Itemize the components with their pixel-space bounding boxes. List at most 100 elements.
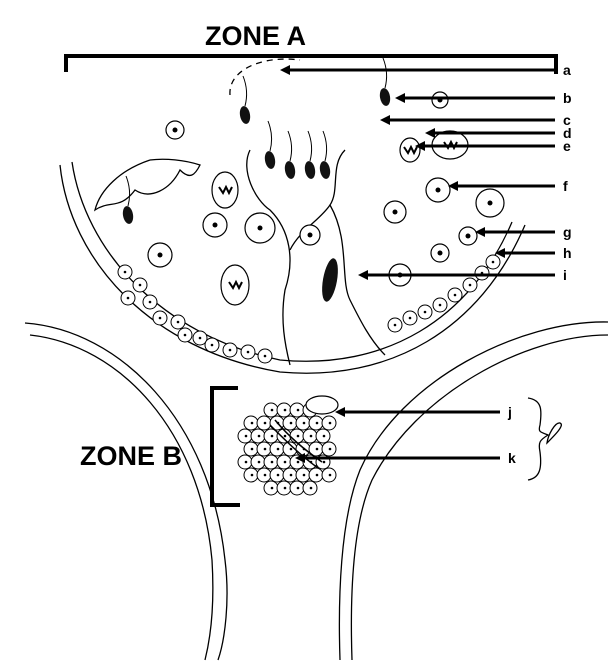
cell-nucleus: [315, 473, 319, 477]
label-h: h: [563, 245, 572, 261]
cell-nucleus: [228, 348, 232, 352]
arrowhead: [415, 141, 425, 151]
zone-a-title: ZONE A: [205, 21, 306, 51]
cells: [117, 57, 505, 496]
cell-nucleus: [435, 187, 441, 193]
cell-nucleus: [468, 283, 472, 287]
cell-nucleus: [283, 408, 287, 412]
cell-nucleus: [487, 200, 493, 206]
cell-nucleus: [453, 293, 457, 297]
zone-b-bracket: [210, 386, 240, 507]
arrowhead: [448, 181, 458, 191]
cell-nucleus: [270, 434, 274, 438]
spermatid-tail: [267, 120, 273, 152]
cell-nucleus: [212, 222, 218, 228]
arrowhead: [495, 248, 505, 258]
cell-nucleus: [491, 260, 495, 264]
spermatid-head: [284, 161, 296, 179]
cell-nucleus: [270, 486, 274, 490]
label-c: c: [563, 112, 571, 128]
label-b: b: [563, 90, 572, 106]
cell-nucleus: [296, 460, 300, 464]
spermatid-head: [264, 151, 276, 169]
cell-nucleus: [263, 421, 267, 425]
cell-nucleus: [250, 421, 254, 425]
cell-nucleus: [257, 460, 261, 464]
cell-nucleus: [198, 336, 202, 340]
lower-left-tubule-wall: [24, 322, 228, 661]
cell-nucleus: [276, 447, 280, 451]
cell-nucleus: [176, 320, 180, 324]
cell-nucleus: [423, 310, 427, 314]
cell-nucleus: [322, 460, 326, 464]
cell-nucleus: [309, 486, 313, 490]
cell-nucleus: [283, 460, 287, 464]
brace: [527, 397, 550, 481]
cell-nucleus: [465, 233, 471, 239]
cell-nucleus: [183, 333, 187, 337]
cell-nucleus: [250, 447, 254, 451]
cell-nucleus: [244, 460, 248, 464]
cell-nucleus: [283, 434, 287, 438]
spermatid-head: [122, 206, 134, 224]
spermatid-head: [319, 161, 331, 179]
spermatid-tail: [307, 130, 313, 162]
arrowhead: [295, 453, 305, 463]
cell-nucleus: [250, 473, 254, 477]
cell-nucleus: [296, 434, 300, 438]
spermatid-tail: [125, 175, 131, 207]
lower-right-tubule-wall: [338, 321, 608, 661]
cell-nucleus: [315, 447, 319, 451]
brace-label: l: [552, 441, 553, 443]
label-k: k: [508, 450, 516, 466]
cell-nucleus: [296, 408, 300, 412]
label-arrows: [280, 65, 555, 463]
cell-nucleus: [307, 232, 313, 238]
zone-b-title: ZONE B: [80, 441, 182, 471]
label-j: j: [507, 404, 512, 420]
cell-nucleus: [270, 408, 274, 412]
arrowhead: [280, 65, 290, 75]
spermatid-tail: [242, 75, 248, 107]
cell-nucleus: [283, 486, 287, 490]
sertoli-cell-outlines: [93, 58, 386, 366]
cell-nucleus: [328, 473, 332, 477]
label-f: f: [563, 178, 568, 194]
cell-nucleus: [289, 447, 293, 451]
label-i: i: [563, 267, 567, 283]
cell-nucleus: [270, 460, 274, 464]
spermatid-head: [379, 88, 391, 106]
arrowhead: [380, 115, 390, 125]
cell-nucleus: [172, 127, 178, 133]
cell-nucleus: [244, 434, 248, 438]
l-script-mark: [546, 422, 562, 445]
arrowhead: [358, 270, 368, 280]
sertoli-nucleus: [322, 258, 338, 302]
spermatid-tail: [382, 57, 388, 89]
cell-nucleus: [257, 434, 261, 438]
cell-nucleus: [322, 434, 326, 438]
label-e: e: [563, 138, 571, 154]
cell-nucleus: [302, 473, 306, 477]
cell-nucleus: [328, 421, 332, 425]
cell-nucleus: [126, 296, 130, 300]
label-a: a: [563, 62, 571, 78]
cell-nucleus: [438, 303, 442, 307]
zone-a-bracket: [64, 54, 558, 74]
arrowhead: [475, 227, 485, 237]
spermatid-head: [239, 106, 251, 124]
cell-nucleus: [302, 421, 306, 425]
arrowhead: [335, 407, 345, 417]
cell-nucleus: [157, 252, 163, 258]
cell-nucleus: [393, 323, 397, 327]
cell-nucleus: [246, 350, 250, 354]
cell-nucleus: [123, 270, 127, 274]
spermatid-tail: [287, 130, 293, 162]
cell-nucleus: [289, 473, 293, 477]
chromosomes: [403, 144, 418, 156]
cell-nucleus: [263, 447, 267, 451]
label-g: g: [563, 224, 572, 240]
cell-nucleus: [392, 209, 398, 215]
